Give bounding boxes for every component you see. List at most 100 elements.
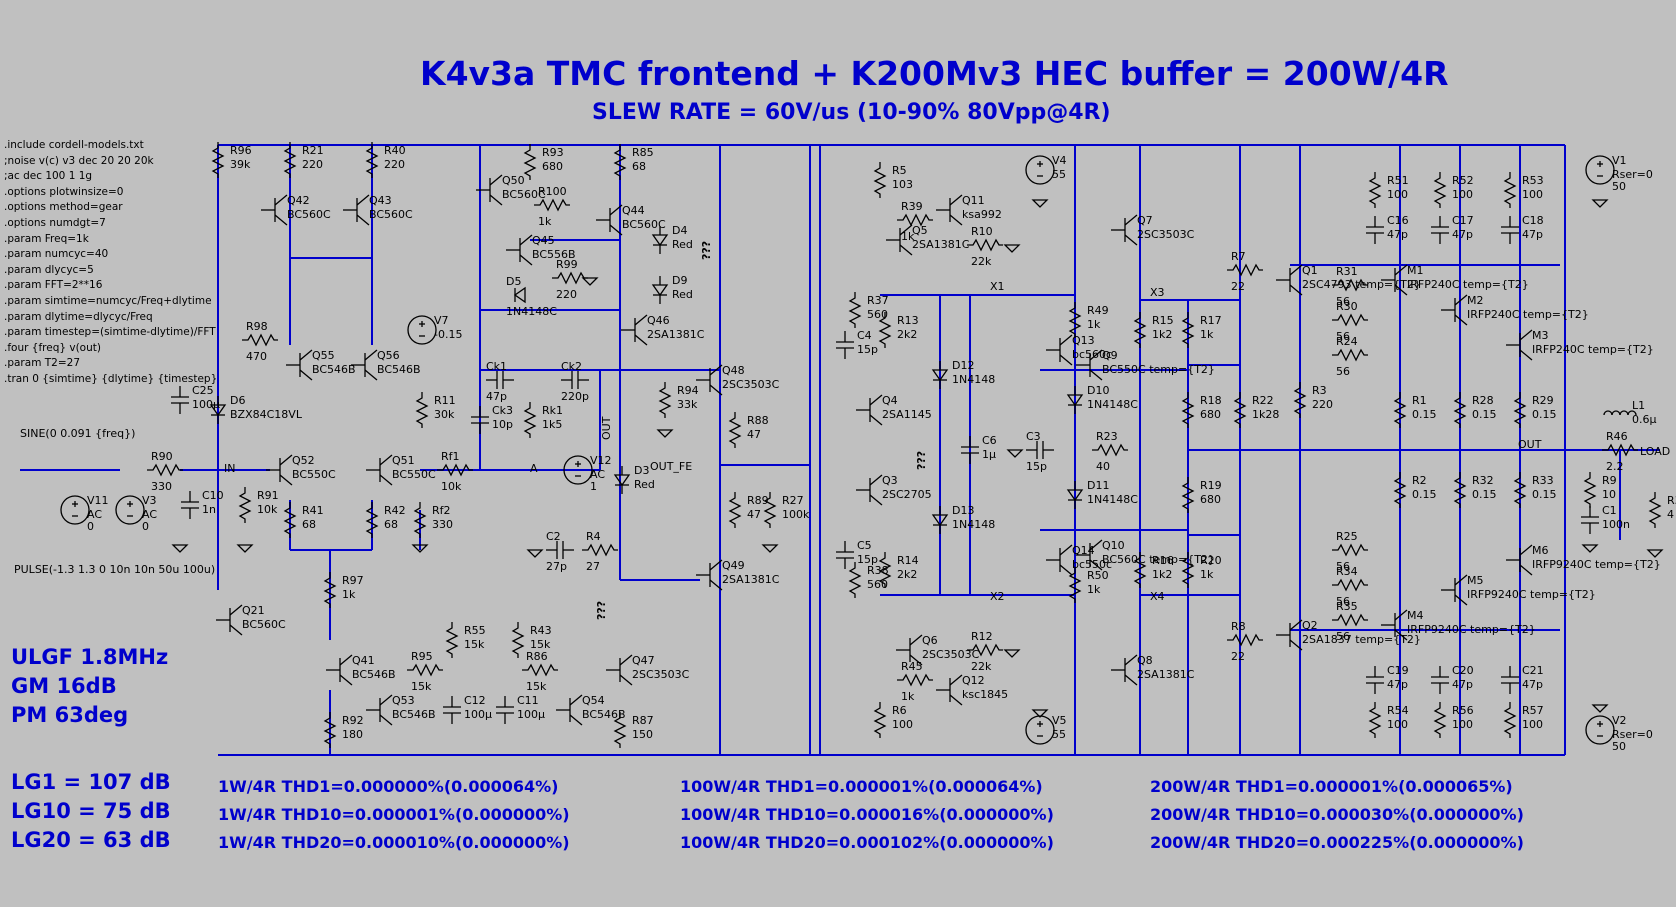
spice-directive-line[interactable]: ;noise v(c) v3 dec 20 20 20k [4,154,154,167]
component-r100[interactable] [534,198,570,212]
component-m3[interactable] [1506,329,1533,361]
component-r2[interactable] [1393,472,1407,508]
component-q13[interactable] [1046,334,1073,366]
component-r53[interactable] [1503,172,1517,208]
component-rk1[interactable] [523,402,537,438]
component-d10[interactable] [1066,386,1084,414]
component-c18[interactable] [1501,216,1519,244]
component-v5[interactable] [1025,715,1055,745]
component-q46[interactable] [621,314,648,346]
component-q52[interactable] [266,454,293,486]
component-r38[interactable] [848,562,862,598]
spice-directives[interactable]: .include cordell-models.txt ;noise v(c) v… [4,138,217,388]
component-q47[interactable] [606,654,633,686]
component-q44[interactable] [596,204,623,236]
component-ck3[interactable] [471,406,489,434]
component-r33[interactable] [1513,472,1527,508]
component-r52[interactable] [1433,172,1447,208]
component-r11[interactable] [415,392,429,428]
component-q21[interactable] [216,604,243,636]
component-ck1[interactable] [486,371,514,389]
component-r56[interactable] [1433,702,1447,738]
component-r5[interactable] [873,162,887,198]
component-r32[interactable] [1453,472,1467,508]
component-c11[interactable] [496,696,514,724]
component-d3[interactable] [613,466,631,494]
spice-directive-line[interactable]: .four {freq} v(out) [4,341,101,354]
component-r57[interactable] [1503,702,1517,738]
component-r20[interactable] [1181,552,1195,588]
component-r35[interactable] [1332,613,1368,627]
component-q5[interactable] [886,224,913,256]
component-q6[interactable] [896,634,923,666]
component-m6[interactable] [1506,544,1533,576]
component-m4[interactable] [1381,609,1408,641]
component-r29[interactable] [1513,392,1527,428]
component-q49[interactable] [696,559,723,591]
component-r15[interactable] [1133,312,1147,348]
component-d4[interactable] [651,226,669,254]
component-v4[interactable] [1025,155,1055,185]
component-d11[interactable] [1066,481,1084,509]
component-r16[interactable] [1133,552,1147,588]
component-r6[interactable] [873,702,887,738]
component-r7[interactable] [1227,263,1263,277]
component-r4[interactable] [582,543,618,557]
component-r86[interactable] [522,663,558,677]
component-q43[interactable] [343,194,370,226]
component-c6[interactable] [961,436,979,464]
spice-directive-line[interactable]: .options method=gear [4,201,123,214]
component-q42[interactable] [261,194,288,226]
component-c12[interactable] [443,696,461,724]
component-v2[interactable] [1585,715,1615,745]
component-c16[interactable] [1366,216,1384,244]
component-r91[interactable] [238,487,252,523]
component-r96[interactable] [211,142,225,178]
component-r95[interactable] [407,663,443,677]
spice-directive-line[interactable]: .options plotwinsize=0 [4,185,124,198]
component-q11[interactable] [936,194,963,226]
component-r87[interactable] [613,712,627,748]
component-q53[interactable] [366,694,393,726]
component-m1[interactable] [1381,264,1408,296]
component-r89[interactable] [728,492,742,528]
component-r40[interactable] [365,142,379,178]
component-r14[interactable] [878,552,892,588]
component-rf2[interactable] [413,502,427,538]
component-q3[interactable] [856,474,883,506]
component-r97[interactable] [323,572,337,608]
component-l1[interactable] [1603,410,1637,416]
spice-directive-line[interactable]: .param numcyc=40 [4,248,109,261]
component-r24[interactable] [1332,348,1368,362]
component-m5[interactable] [1441,574,1468,606]
component-r13[interactable] [878,312,892,348]
component-q54[interactable] [556,694,583,726]
component-r30[interactable] [1332,313,1368,327]
component-q4[interactable] [856,394,883,426]
component-c20[interactable] [1431,666,1449,694]
component-q56[interactable] [351,349,378,381]
component-q51[interactable] [366,454,393,486]
component-q41[interactable] [326,654,353,686]
component-q50[interactable] [476,174,503,206]
component-r54[interactable] [1368,702,1382,738]
component-c5[interactable] [836,541,854,569]
component-r42[interactable] [365,502,379,538]
component-q7[interactable] [1111,214,1138,246]
component-r19[interactable] [1181,477,1195,513]
component-q48[interactable] [696,364,723,396]
component-q9[interactable] [1076,349,1103,381]
component-r23[interactable] [1092,443,1128,457]
component-d5[interactable] [513,286,526,304]
component-v12[interactable] [563,455,593,485]
spice-directive-line[interactable]: .include cordell-models.txt [4,139,144,151]
spice-directive-line[interactable]: .options numdgt=7 [4,216,106,229]
component-c19[interactable] [1366,666,1384,694]
component-r94[interactable] [658,382,672,418]
component-c2[interactable] [546,541,574,559]
spice-directive-line[interactable]: .param FFT=2**16 [4,279,103,292]
component-c4[interactable] [836,331,854,359]
component-r22[interactable] [1233,392,1247,428]
component-r10[interactable] [967,238,1003,252]
component-r90[interactable] [147,463,183,477]
